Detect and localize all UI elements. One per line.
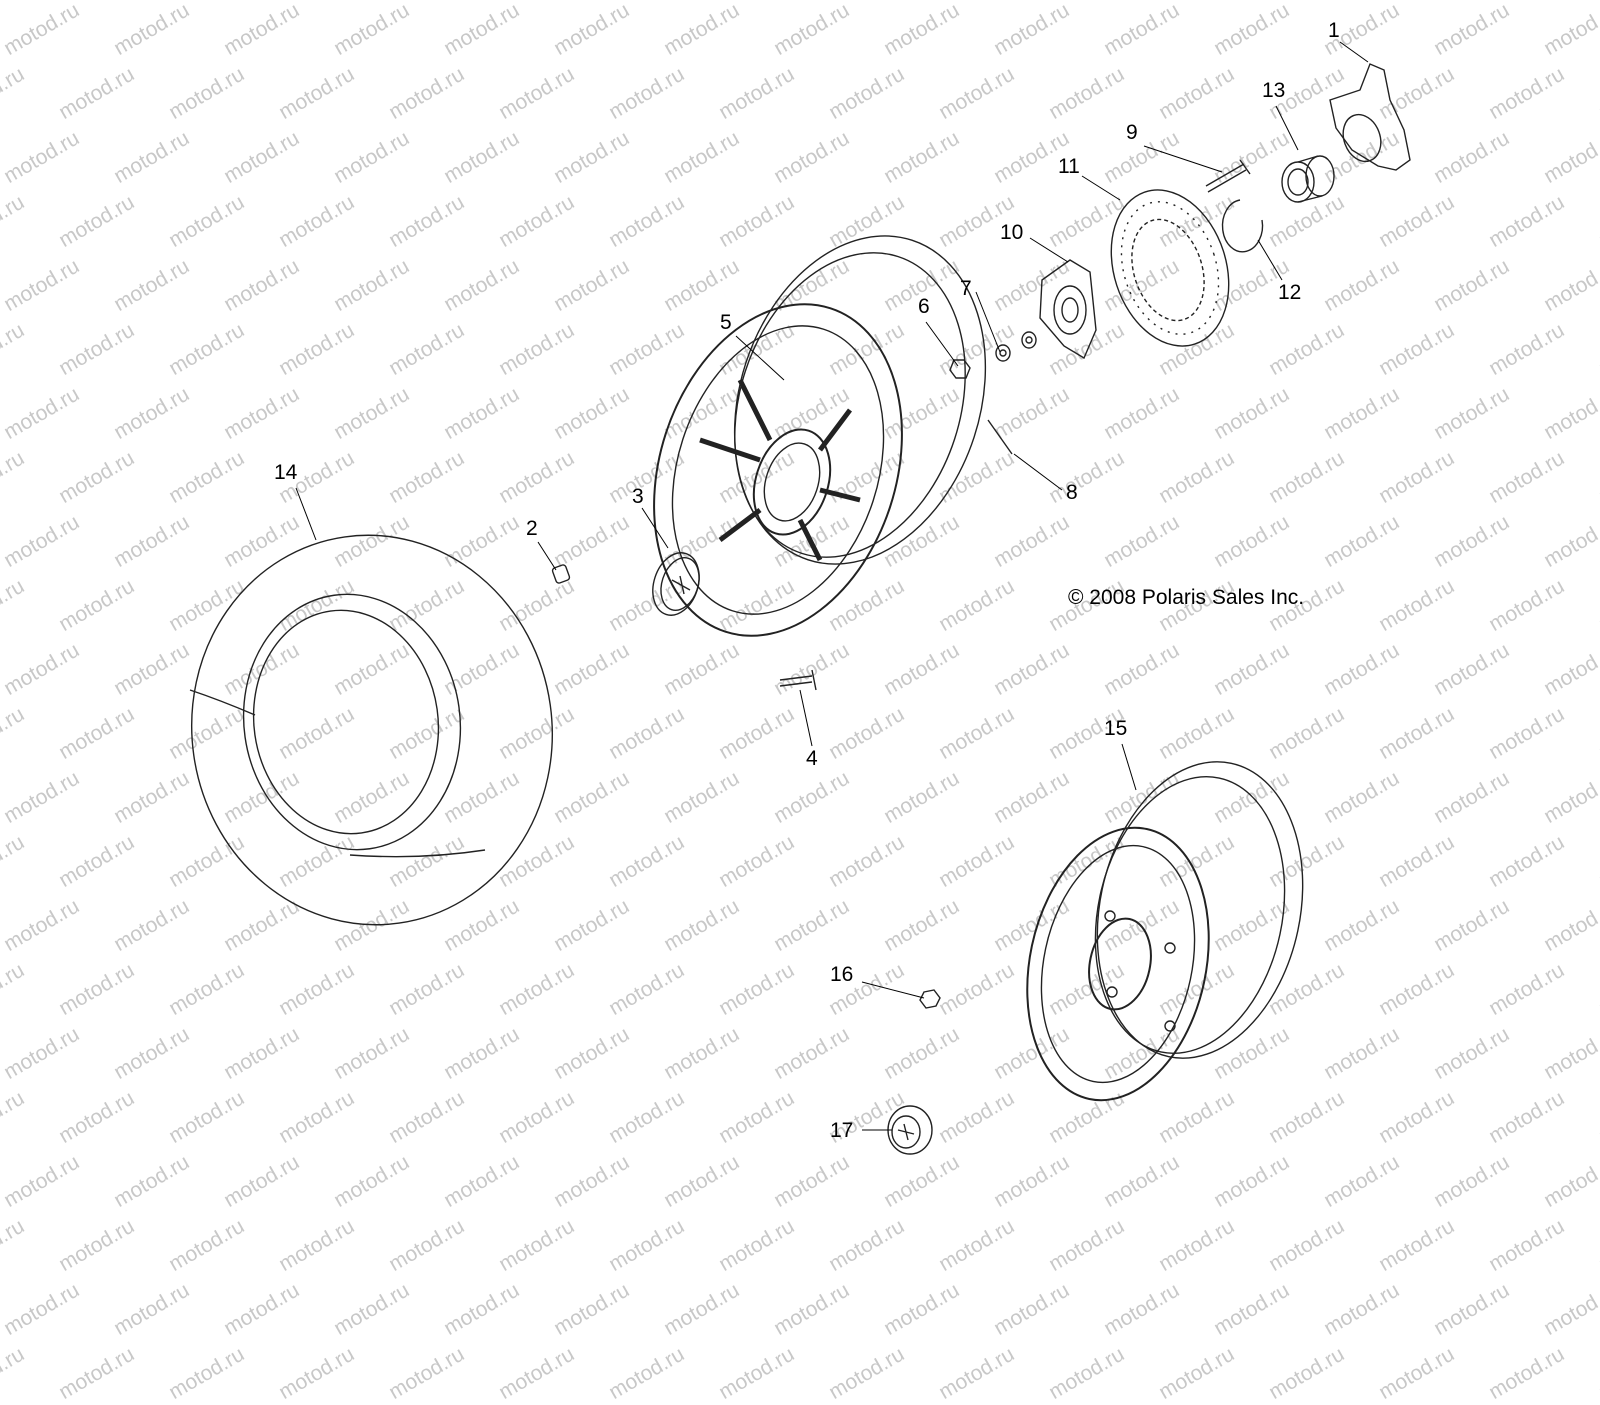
- leader-line-5: [735, 335, 785, 381]
- watermark-text: motod.ru: [495, 1342, 579, 1404]
- watermark-text: motod.ru: [1595, 1342, 1600, 1404]
- leader-line-12: [1257, 239, 1283, 281]
- wheel-stud-icon: [1205, 159, 1251, 193]
- watermark-text: motod.ru: [1485, 1214, 1569, 1276]
- cotter-pin-icon: [987, 419, 1013, 455]
- watermark-text: motod.ru: [110, 1278, 194, 1340]
- leader-line-8: [1013, 453, 1063, 491]
- callout-2: 2: [526, 517, 538, 540]
- watermark-text: motod.ru: [935, 1342, 1019, 1404]
- leader-line-1: [1339, 41, 1369, 63]
- leader-line-10: [1029, 237, 1069, 263]
- callout-9: 9: [1126, 121, 1138, 144]
- callout-4: 4: [806, 747, 818, 770]
- watermark-text: motod.ru: [0, 1278, 84, 1340]
- watermark-text: motod.ru: [165, 1342, 249, 1404]
- leader-line-2: [537, 541, 557, 571]
- wheel-bearing-icon: [1281, 155, 1335, 203]
- watermark-text: motod.ru: [440, 1278, 524, 1340]
- leader-line-9: [1143, 145, 1223, 173]
- lug-nut-icon: [551, 564, 571, 584]
- watermark-text: motod.ru: [1320, 1278, 1404, 1340]
- watermark-text: motod.ru: [825, 1342, 909, 1404]
- leader-line-3: [641, 507, 669, 549]
- diagram-drawing: [189, 41, 1411, 1155]
- watermark-text: motod.ru: [1595, 1214, 1600, 1276]
- watermark-text: motod.ru: [495, 1214, 579, 1276]
- watermark-text: motod.ru: [660, 1278, 744, 1340]
- callout-6: 6: [918, 295, 930, 318]
- watermark-text: motod.ru: [1210, 1278, 1294, 1340]
- watermark-text: motod.ru: [1375, 1214, 1459, 1276]
- watermark-text: motod.ru: [715, 1214, 799, 1276]
- watermark-text: motod.ru: [880, 1278, 964, 1340]
- center-cap-nut-icon: [887, 1105, 933, 1155]
- castle-nut-icon: [949, 359, 971, 379]
- leader-line-7: [975, 291, 1001, 353]
- watermark-text: motod.ru: [1155, 1214, 1239, 1276]
- watermark-text: motod.ru: [165, 1214, 249, 1276]
- copyright-notice: © 2008 Polaris Sales Inc.: [1068, 586, 1305, 609]
- watermark-text: motod.ru: [275, 1342, 359, 1404]
- watermark-text: motod.ru: [1155, 1342, 1239, 1404]
- watermark-text: motod.ru: [1485, 1342, 1569, 1404]
- watermark-text: motod.ru: [1045, 1342, 1129, 1404]
- callout-5: 5: [720, 311, 732, 334]
- washer-icon: [995, 331, 1037, 362]
- tire-icon: [189, 534, 554, 926]
- watermark-text: motod.ru: [330, 1278, 414, 1340]
- callout-11: 11: [1058, 155, 1080, 178]
- watermark-text: motod.ru: [605, 1214, 689, 1276]
- brake-disc-icon: [1110, 189, 1230, 347]
- callout-16: 16: [830, 963, 854, 986]
- callout-10: 10: [1000, 221, 1024, 244]
- watermark-text: motod.ru: [550, 1278, 634, 1340]
- watermark-text: motod.ru: [55, 1214, 139, 1276]
- valve-stem-icon: [779, 669, 817, 691]
- watermark-text: motod.ru: [1540, 1278, 1600, 1340]
- callout-1: 1: [1328, 19, 1340, 42]
- callout-15: 15: [1104, 717, 1128, 740]
- watermark-text: motod.ru: [1265, 1214, 1349, 1276]
- callout-3: 3: [632, 485, 644, 508]
- watermark-text: motod.ru: [0, 1342, 29, 1404]
- callout-12: 12: [1278, 281, 1302, 304]
- callout-17: 17: [830, 1119, 854, 1142]
- wheel-rim-steel-icon: [1026, 761, 1304, 1102]
- watermark-text: motod.ru: [1375, 1342, 1459, 1404]
- leader-line-15: [1121, 743, 1137, 791]
- leader-line-13: [1275, 105, 1299, 151]
- watermark-text: motod.ru: [55, 1342, 139, 1404]
- callout-13: 13: [1262, 79, 1286, 102]
- lug-nut-flange-icon: [919, 989, 941, 1009]
- watermark-text: motod.ru: [770, 1278, 854, 1340]
- watermark-text: motod.ru: [1265, 1342, 1349, 1404]
- watermark-text: motod.ru: [385, 1342, 469, 1404]
- callout-7: 7: [960, 277, 972, 300]
- watermark-text: motod.ru: [1045, 1214, 1129, 1276]
- callout-8: 8: [1066, 481, 1078, 504]
- watermark-text: motod.ru: [990, 1278, 1074, 1340]
- watermark-text: motod.ru: [825, 1214, 909, 1276]
- watermark-text: motod.ru: [605, 1342, 689, 1404]
- leader-line-14: [295, 487, 317, 541]
- watermark-text: motod.ru: [385, 1214, 469, 1276]
- watermark-text: motod.ru: [0, 1214, 29, 1276]
- wheel-rim-front-icon: [653, 235, 987, 637]
- center-cap-icon: [652, 552, 700, 616]
- watermark-text: motod.ru: [1430, 1278, 1514, 1340]
- steering-knuckle-icon: [1329, 63, 1411, 171]
- watermark-text: motod.ru: [275, 1214, 359, 1276]
- callout-14: 14: [274, 461, 298, 484]
- watermark-text: motod.ru: [935, 1214, 1019, 1276]
- retaining-ring-icon: [1221, 199, 1264, 253]
- watermark-text: motod.ru: [1100, 1278, 1184, 1340]
- leader-line-4: [799, 689, 813, 747]
- watermark-text: motod.ru: [220, 1278, 304, 1340]
- watermark-text: motod.ru: [715, 1342, 799, 1404]
- leader-line-6: [925, 321, 959, 367]
- wheel-hub-icon: [1039, 259, 1097, 360]
- leader-line-16: [861, 981, 925, 999]
- leader-line-11: [1081, 175, 1121, 201]
